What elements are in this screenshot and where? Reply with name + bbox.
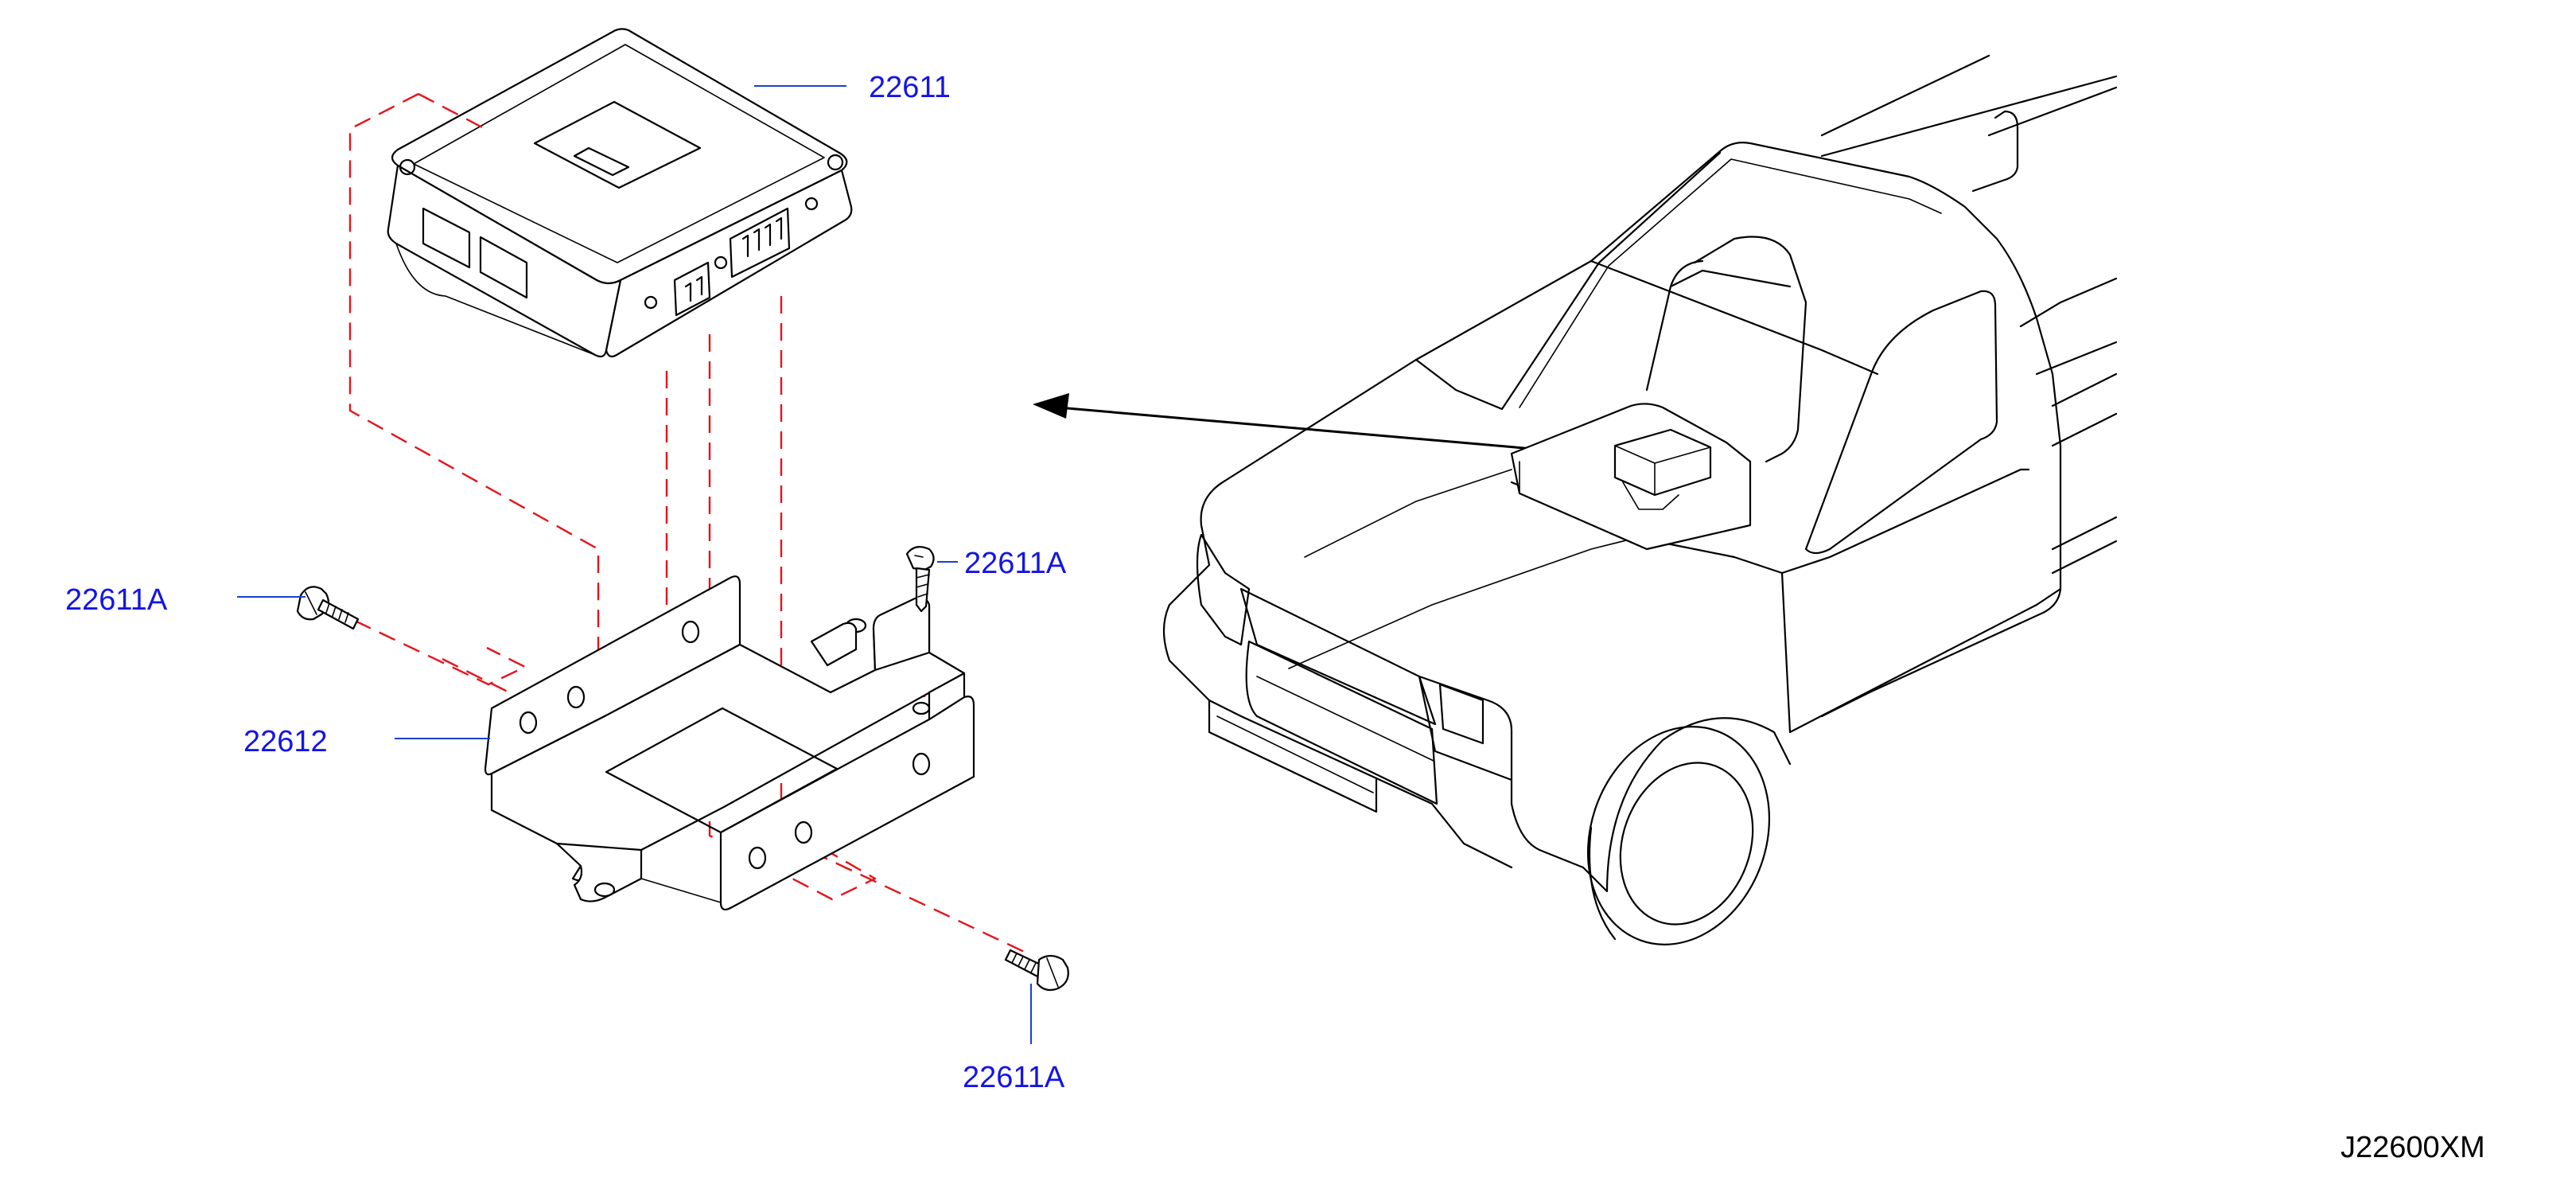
bolt-left-icon — [296, 586, 360, 630]
callout-bracket: 22612 — [243, 725, 328, 758]
screw-top-icon — [905, 545, 935, 613]
leader-lines — [237, 85, 1032, 1044]
truck-illustration — [1162, 54, 2118, 945]
callout-bolt-left: 22611A — [65, 583, 168, 617]
bolt-bottom-icon — [1004, 949, 1069, 992]
callout-control-unit: 22611 — [869, 71, 951, 104]
callout-bolt-bottom: 22611A — [963, 1061, 1065, 1094]
control-unit — [387, 28, 853, 358]
diagram-code: J22600XM — [2341, 1131, 2485, 1164]
callout-screw-top: 22611A — [964, 547, 1067, 580]
bracket — [484, 575, 975, 910]
location-arrow — [1033, 393, 1590, 455]
